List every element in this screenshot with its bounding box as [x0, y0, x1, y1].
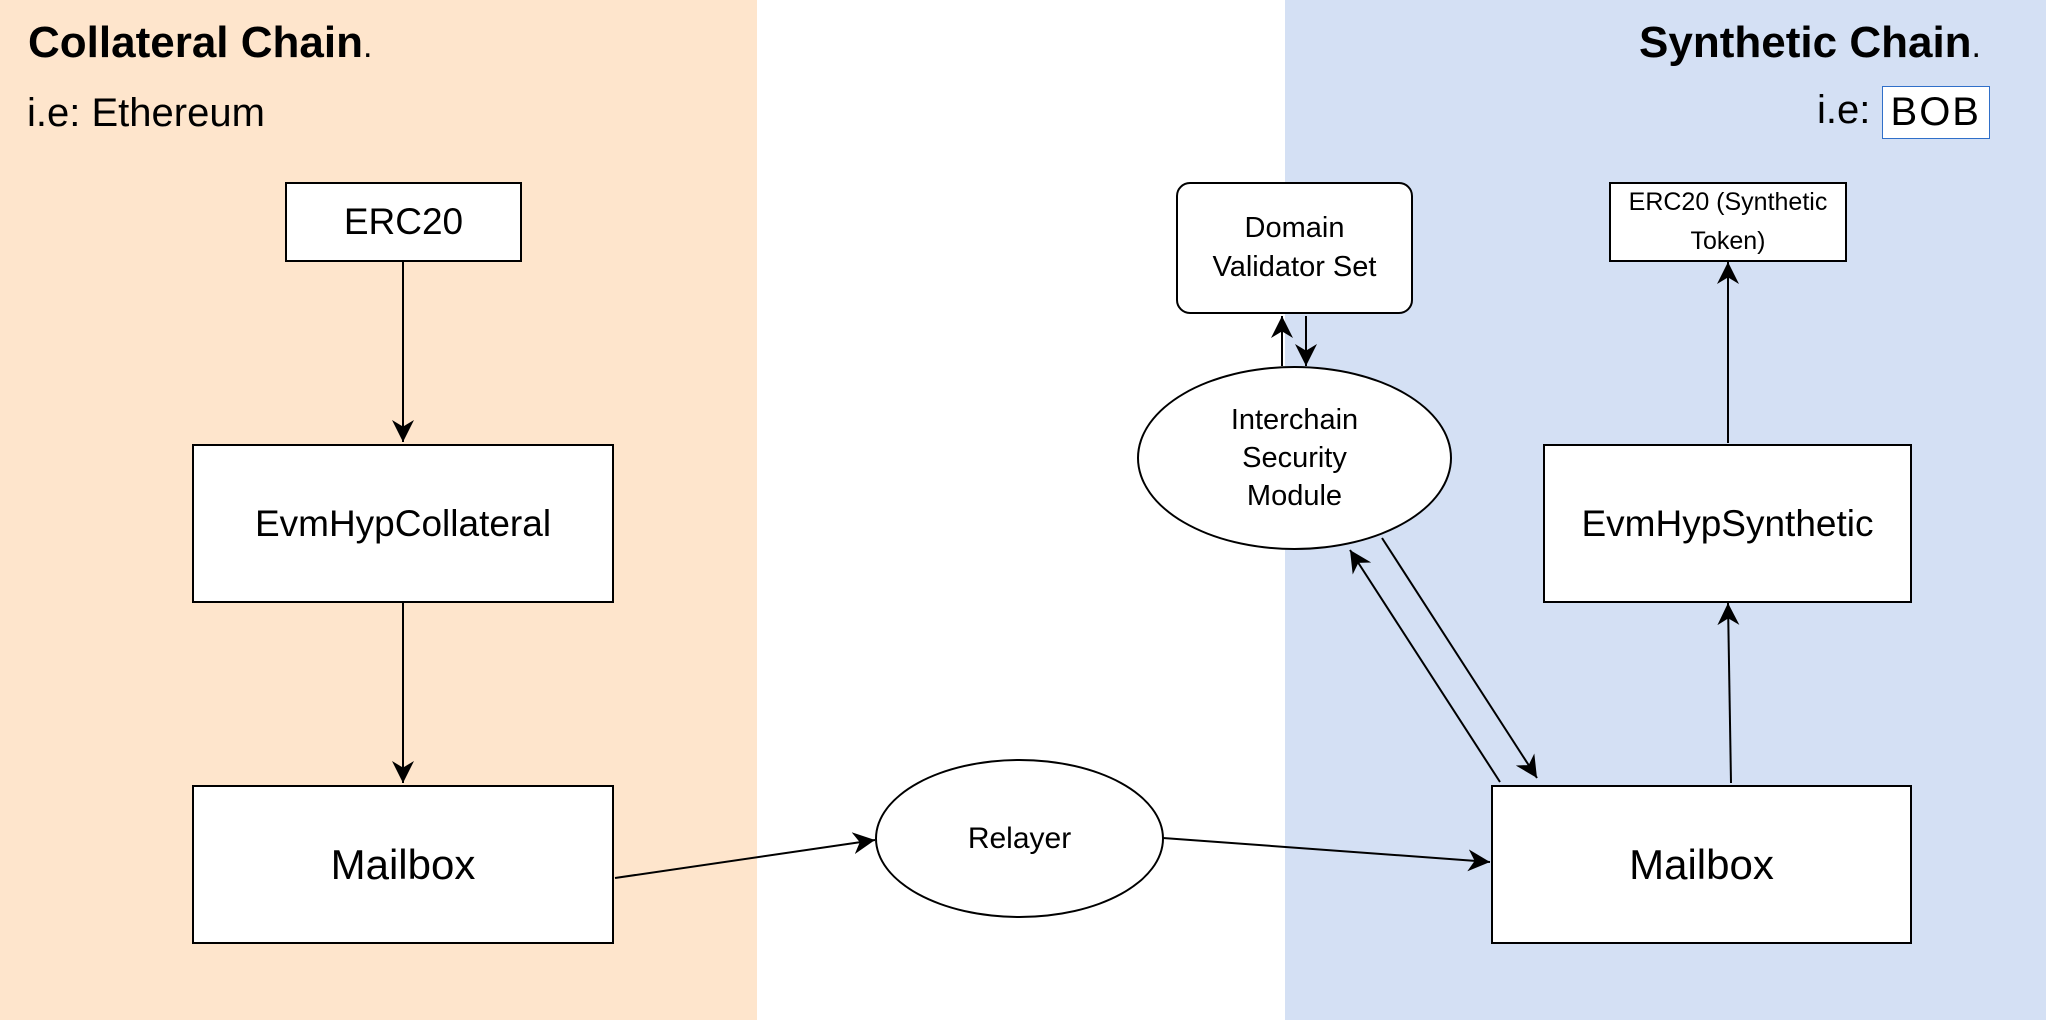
collateral-chain-title: Collateral Chain. — [28, 18, 373, 67]
evm-hyp-collateral-node: EvmHypCollateral — [192, 444, 614, 603]
erc20-node: ERC20 — [285, 182, 522, 262]
arrow-mailbox-to-ism — [1349, 549, 1501, 783]
arrow-mailbox-to-synthetic — [1717, 602, 1740, 784]
synthetic-chain-example: i.e: BOB — [1817, 86, 1990, 139]
arrow-mailbox-to-relayer — [614, 832, 876, 879]
bob-tag: BOB — [1881, 86, 1990, 139]
mailbox-synthetic-node: Mailbox — [1491, 785, 1912, 944]
evm-hyp-synthetic-node: EvmHypSynthetic — [1543, 444, 1912, 603]
relayer-node: Relayer — [875, 759, 1164, 918]
synthetic-chain-title: Synthetic Chain. — [1639, 18, 1981, 67]
collateral-chain-example: i.e: Ethereum — [27, 91, 265, 135]
arrow-relayer-to-mailbox — [1162, 837, 1491, 872]
arrow-ism-to-mailbox — [1381, 537, 1538, 779]
mailbox-collateral-node: Mailbox — [192, 785, 614, 944]
